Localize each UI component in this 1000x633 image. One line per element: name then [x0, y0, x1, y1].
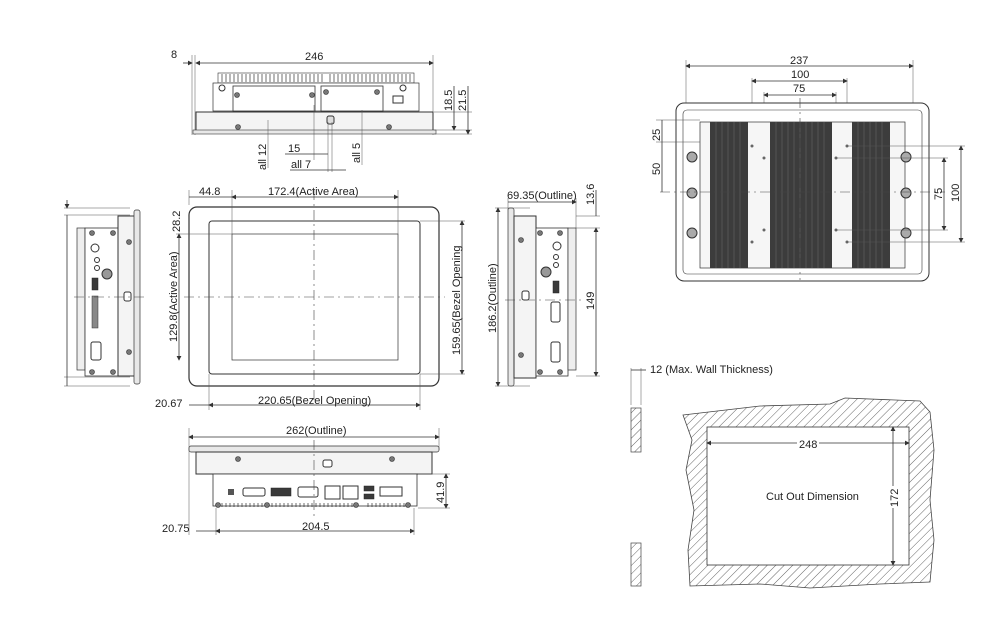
dim-hole-all-7: all 7	[291, 159, 311, 171]
front-view: 44.8 172.4(Active Area) 28.2 129.8(Activ…	[155, 186, 465, 410]
dim-height-18-5: 18.5	[443, 90, 455, 111]
dim-hole-all-12: all 12	[257, 144, 269, 170]
dim-top-offset-28-2: 28.2	[171, 211, 183, 232]
rear-view: 237 100 75 25 50 7	[651, 55, 965, 282]
dim-height-149: 149	[585, 292, 597, 310]
dim-top-13-6: 13.6	[585, 184, 597, 205]
dim-active-height: 129.8(Active Area)	[168, 252, 180, 343]
cutout-height-172: 172	[889, 489, 901, 507]
dim-height-21-5: 21.5	[457, 90, 469, 111]
left-side-view	[64, 200, 148, 387]
dim-hole-all-5: all 5	[351, 143, 363, 163]
dim-outline-width-262: 262(Outline)	[286, 425, 347, 437]
dim-vesa-100: 100	[791, 69, 809, 81]
cutout-width-248: 248	[799, 439, 817, 451]
bottom-view: 262(Outline) 41.9 20.75 204.5	[162, 425, 450, 535]
dim-bezel-height: 159.65(Bezel Opening	[451, 246, 463, 355]
dim-bezel-width: 220.65(Bezel Opening)	[258, 395, 371, 407]
dim-bezel-left-20-67: 20.67	[155, 398, 183, 410]
cutout-diagram: 12 (Max. Wall Thickness) 248 172 Cut Out…	[630, 364, 935, 589]
dim-depth-69-35: 69.35(Outline)	[507, 190, 577, 202]
dim-rear-left-50: 50	[651, 163, 663, 175]
cutout-label: Cut Out Dimension	[766, 491, 859, 503]
dim-io-height-41-9: 41.9	[435, 482, 447, 503]
dim-rear-right-100: 100	[950, 184, 962, 202]
dim-width-246: 246	[305, 51, 323, 63]
dim-rear-width-237: 237	[790, 55, 808, 67]
dim-hole-15: 15	[288, 143, 300, 155]
dim-rear-right-75: 75	[933, 188, 945, 200]
dim-outline-height: 186.2(Outline)	[487, 263, 499, 333]
right-side-view: 186.2(Outline) 69.35(Outline) 13.6 149	[487, 184, 600, 387]
dim-active-width: 172.4(Active Area)	[268, 186, 359, 198]
top-view: 18.5 21.5 8 246 15 all 7 all 12 all 5	[171, 49, 472, 172]
dim-io-width-204-5: 204.5	[302, 521, 330, 533]
wall-thickness-label: 12 (Max. Wall Thickness)	[650, 364, 773, 376]
dim-offset-8: 8	[171, 49, 177, 61]
dim-vesa-75: 75	[793, 83, 805, 95]
dim-rear-left-25: 25	[651, 129, 663, 141]
dim-left-20-75: 20.75	[162, 523, 190, 535]
dim-left-offset-44-8: 44.8	[199, 186, 220, 198]
